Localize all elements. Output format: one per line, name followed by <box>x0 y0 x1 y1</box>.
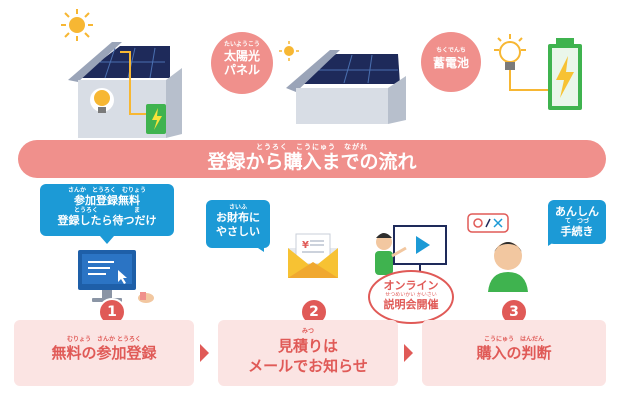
step2-callout-line1: お財布に <box>216 211 260 224</box>
step3-callout-tail <box>548 238 560 246</box>
step1-label: 無料の参加登録 <box>51 344 157 362</box>
step1-callout-line1: 参加登録無料 <box>74 194 140 207</box>
person-thinking-illustration <box>467 213 528 292</box>
banner-ruby: とうろく こうにゅう ながれ <box>256 143 368 151</box>
bulb-battery-illustration <box>494 34 582 110</box>
step2-callout-tail <box>252 244 264 252</box>
solar-label-line1: 太陽光 <box>223 49 260 63</box>
step2-label-line2: メールでお知らせ <box>248 357 368 375</box>
online-badge-ruby: せつめいかい かいさい <box>385 292 437 298</box>
step1-callout-tail <box>100 236 114 244</box>
solar-house-illustration <box>68 42 182 138</box>
solar-roof-illustration <box>286 50 406 124</box>
step2-label-line1: 見積りは <box>277 337 338 355</box>
step3-label: 購入の判断 <box>476 344 552 362</box>
step1-box: むりょう さんか とうろく 無料の参加登録 <box>14 320 194 386</box>
step2-box: みつ 見積りは メールでお知らせ <box>218 320 398 386</box>
step2-callout-line2: やさしい <box>216 225 260 238</box>
online-seminar-badge: オンライン せつめいかい かいさい 説明会開催 <box>368 270 454 324</box>
online-badge-line1: オンライン <box>383 279 439 292</box>
step3-callout: あんしん て つづ 手続き <box>548 200 606 244</box>
step2-callout: さいふ お財布に やさしい <box>206 200 270 248</box>
sun-icon <box>61 9 93 41</box>
arrow-2-to-3 <box>404 344 413 362</box>
solar-label-line2: パネル <box>223 63 260 77</box>
battery-label: ちくでんち 蓄電池 <box>421 32 481 92</box>
online-badge-line2: 説明会開催 <box>383 298 439 311</box>
computer-illustration <box>78 250 154 303</box>
step3-callout-line2: 手続き <box>560 225 594 238</box>
arrow-1-to-2 <box>200 344 209 362</box>
solar-panel-label: たいようこう 太陽光 パネル <box>211 32 273 94</box>
step3-box: こうにゅう はんだん 購入の判断 <box>422 320 606 386</box>
battery-label-text: 蓄電池 <box>432 56 469 70</box>
step1-callout-line2: 登録したら待つだけ <box>57 214 157 227</box>
banner-title: 登録から購入までの流れ <box>207 151 417 173</box>
envelope-icon: ¥ <box>288 233 338 278</box>
step3-callout-line1: あんしん <box>555 205 599 218</box>
small-sun-icon <box>279 41 299 61</box>
flow-banner: とうろく こうにゅう ながれ 登録から購入までの流れ <box>18 140 606 178</box>
step1-callout: さんか とうろく むりょう 参加登録無料 とうろく ま 登録したら待つだけ <box>40 184 174 236</box>
svg-text:¥: ¥ <box>302 240 309 251</box>
